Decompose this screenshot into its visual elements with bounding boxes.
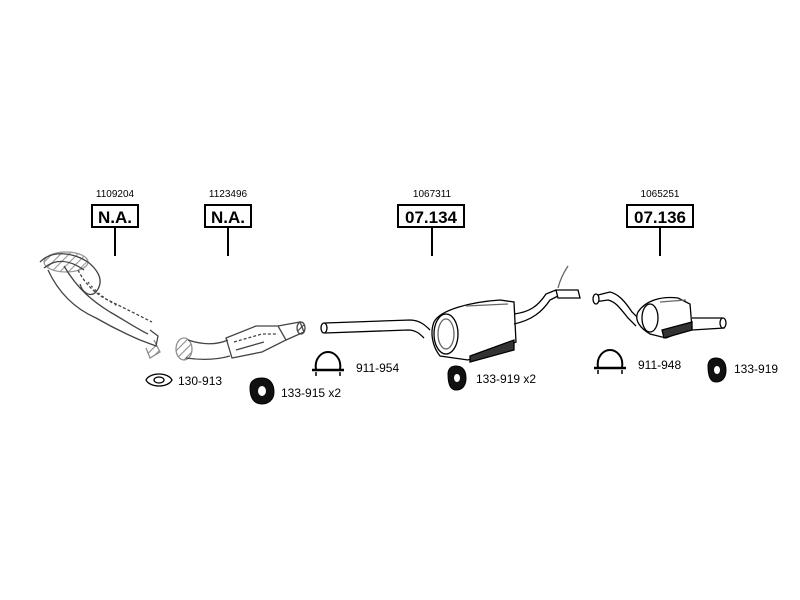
assembly-ref-2: 1123496 [208,189,248,200]
assembly-pointer-1 [114,228,116,256]
part-label-clamp: 911-954 [356,361,400,375]
assembly-ref-3: 1067311 [412,189,452,200]
rubber-mount-icon [249,377,275,405]
part-label-gasket: 130-913 [178,374,223,388]
assembly-code-box-4: 07.136 [626,204,694,228]
centre-silencer [320,265,581,363]
assembly-pointer-4 [659,228,661,256]
assembly-ref-1: 1109204 [95,189,135,200]
part-label-clamp: 911-948 [638,358,682,372]
assembly-code-box-2: N.A. [204,204,252,228]
rubber-mount-icon [707,357,727,383]
assembly-pointer-3 [431,228,433,256]
rear-silencer [592,291,727,339]
rubber-mount-icon [447,365,467,391]
clamp-icon [594,348,626,374]
assembly-code-box-1: N.A. [91,204,139,228]
clamp-icon [312,350,344,376]
gasket-icon [145,373,173,387]
assembly-code-box-3: 07.134 [397,204,465,228]
part-label-rubber-mount: 133-919 x2 [476,372,537,386]
exhaust-manifold [39,251,161,359]
part-label-rubber-mount: 133-919 [734,362,779,376]
part-label-rubber-mount: 133-915 x2 [281,386,342,400]
catalytic-converter [175,321,306,361]
assembly-ref-4: 1065251 [640,189,680,200]
assembly-pointer-2 [227,228,229,256]
